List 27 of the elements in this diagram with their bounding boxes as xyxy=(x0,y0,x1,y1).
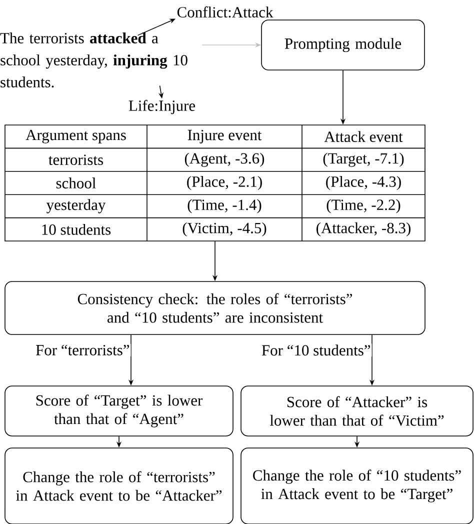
process-box: Score of “Attacker” is lower than that of “Victim” xyxy=(240,386,474,436)
process-box: Change the role of “terrorists” in Attack event to be “Attacker” xyxy=(4,448,234,524)
score-table xyxy=(4,124,426,242)
event-type-label: Conflict:Attack xyxy=(177,6,274,18)
table-cell: (Time, -1.4) xyxy=(188,199,262,214)
table-cell: (Target, -7.1) xyxy=(323,152,404,167)
table-cell: (Victim, -4.5) xyxy=(182,222,266,236)
table-cell: Argument spans xyxy=(26,130,126,144)
table-cell: school xyxy=(56,178,96,188)
table-cell: terrorists xyxy=(48,154,103,166)
sentence: The terrorists attacked a school yesterday, injuring 10 students. xyxy=(0,32,188,88)
edge-label: For “10 students” xyxy=(260,344,372,357)
table-cell: (Attacker, -8.3) xyxy=(316,222,410,236)
table-cell: (Place, -2.1) xyxy=(187,176,262,190)
event-type-label: Life:Injure xyxy=(128,100,196,114)
table-cell: (Time, -2.2) xyxy=(326,199,400,214)
table-cell: (Agent, -3.6) xyxy=(184,152,264,167)
table-cell: (Place, -4.3) xyxy=(326,176,401,190)
table-cell: 10 students xyxy=(42,224,111,235)
edge-label: For “terrorists” xyxy=(34,344,131,356)
process-box: Score of “Target” is lower than that of “Agent” xyxy=(4,386,234,436)
process-box: Prompting module xyxy=(261,20,425,70)
process-box: Change the role of “10 students” in Attack event to be “Target” xyxy=(240,448,474,524)
table-cell: Injure event xyxy=(188,130,262,144)
table-cell: yesterday xyxy=(46,199,106,214)
process-box: Consistency check: the roles of “terrorists” and “10 students” are inconsistent xyxy=(4,281,426,335)
table-cell: Attack event xyxy=(324,131,403,142)
